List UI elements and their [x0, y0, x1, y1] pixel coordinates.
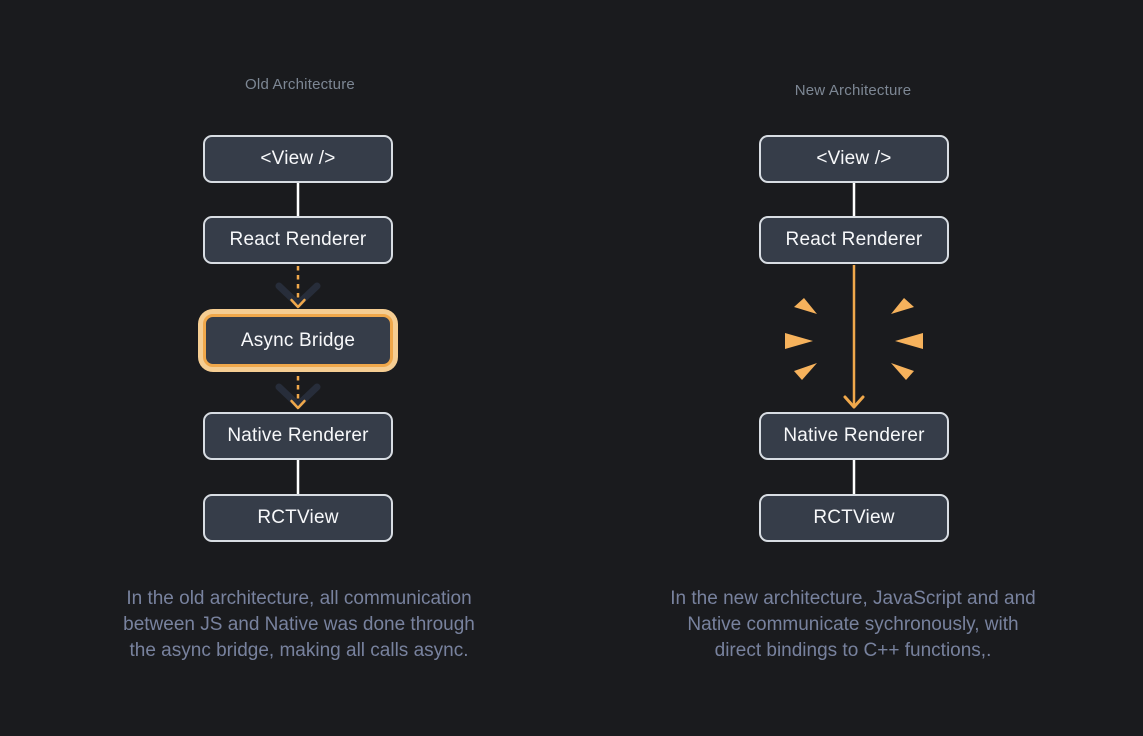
caption-line: Native communicate sychronously, with: [687, 614, 1019, 635]
old-react-to-bridge-dashed-arrow-icon: [275, 266, 321, 309]
old-node-view: <View />: [203, 135, 393, 183]
old-architecture-title: Old Architecture: [245, 76, 355, 93]
new-architecture-title: New Architecture: [794, 82, 912, 99]
old-architecture-caption: In the old architecture, all communicati…: [123, 586, 475, 664]
old-node-native-renderer: Native Renderer: [203, 412, 393, 460]
caption-line: the async bridge, making all calls async…: [129, 640, 469, 661]
old-bridge-to-native-dashed-arrow-icon: [275, 376, 321, 410]
spark-burst-right-icon: [891, 298, 923, 380]
new-node-native-renderer: Native Renderer: [759, 412, 949, 460]
caption-line: between JS and Native was done through: [123, 614, 475, 635]
new-node-view: <View />: [759, 135, 949, 183]
caption-line: In the new architecture, JavaScript and …: [670, 588, 1036, 609]
old-node-async-bridge: Async Bridge: [203, 314, 393, 367]
caption-line: In the old architecture, all communicati…: [126, 588, 472, 609]
caption-line: direct bindings to C++ functions,.: [714, 640, 992, 661]
new-node-react-renderer: React Renderer: [759, 216, 949, 264]
old-node-react-renderer: React Renderer: [203, 216, 393, 264]
new-node-rctview: RCTView: [759, 494, 949, 542]
spark-burst-left-icon: [785, 298, 817, 380]
new-react-to-native-arrow-icon: [843, 265, 865, 409]
new-architecture-caption: In the new architecture, JavaScript and …: [670, 586, 1035, 664]
old-node-rctview: RCTView: [203, 494, 393, 542]
